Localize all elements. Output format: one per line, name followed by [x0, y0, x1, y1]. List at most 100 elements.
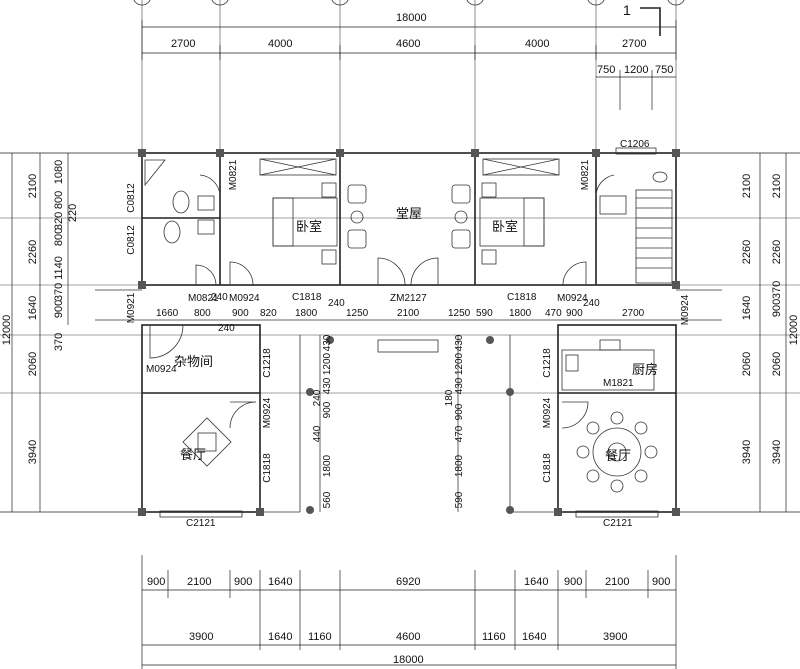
- left-inner-dim: 370: [53, 333, 65, 351]
- bottom-total-dim: 18000: [393, 654, 424, 666]
- bottom-dim: 900: [652, 576, 670, 588]
- vdim-left: 440: [312, 425, 323, 442]
- room-label-dining-left: 餐厅: [180, 447, 206, 463]
- bottom-dim: 900: [564, 576, 582, 588]
- top-span-dim: 4600: [396, 38, 420, 50]
- bottom-dim: 900: [147, 576, 165, 588]
- bottom-dim: 900: [234, 576, 252, 588]
- mid-dim: 1800: [509, 308, 532, 319]
- vdim-right: 180: [444, 389, 455, 406]
- right-dimensions: 2100 2260 1640 2060 3940 2100 2260 900 3…: [676, 152, 800, 513]
- mid-dim: 900: [566, 308, 583, 319]
- bottom-dim: 2100: [605, 576, 629, 588]
- left-inner-dim: 220: [67, 204, 79, 222]
- stair-dim: 1200: [624, 64, 648, 76]
- vdim-right: 1200: [454, 352, 465, 375]
- kitchen-fixtures: [561, 339, 655, 391]
- tag-c2121: C2121: [186, 518, 216, 529]
- section-mark-label: 1: [623, 2, 631, 18]
- mid-small-dim: 240: [211, 292, 228, 303]
- vdim-right: 430: [454, 377, 465, 394]
- mid-dim: 1250: [346, 308, 369, 319]
- mid-dim: 470: [545, 308, 562, 319]
- tag-c1818: C1818: [507, 292, 537, 303]
- vdim-left: 430: [322, 377, 333, 394]
- left-inner-dim: 370: [53, 283, 65, 301]
- left-dim: 2100: [27, 174, 39, 198]
- bottom-dim: 4600: [396, 631, 420, 643]
- left-inner-dim: 900: [53, 300, 65, 318]
- stair-dim: 750: [655, 64, 673, 76]
- windows: [159, 147, 659, 518]
- mid-dim: 820: [260, 308, 277, 319]
- left-dim: 1640: [27, 296, 39, 320]
- tag-c0812: C0812: [126, 183, 137, 213]
- right-inner-dim: 2060: [771, 352, 783, 376]
- bottom-dim: 1640: [268, 576, 292, 588]
- mid-dim: 1800: [295, 308, 318, 319]
- top-span-dim: 2700: [171, 38, 195, 50]
- top-dimensions: 18000 2700 4000 4600 4000 2700 750 1200 …: [141, 12, 677, 110]
- vdim-left: 240: [312, 389, 323, 406]
- tag-m0924: M0924: [229, 293, 260, 304]
- dining-table-right: [576, 411, 658, 493]
- room-label-kitchen: 厨房: [632, 362, 658, 378]
- room-label-bedroom-left: 卧室: [296, 219, 322, 235]
- room-label-dining-right: 餐厅: [605, 448, 631, 464]
- top-total-dim: 18000: [396, 12, 427, 24]
- top-span-dim: 4000: [268, 38, 292, 50]
- tag-c1818: C1818: [262, 453, 273, 483]
- doors: [149, 174, 615, 429]
- bottom-dim: 3900: [189, 631, 213, 643]
- room-label-bedroom-right: 卧室: [492, 219, 518, 235]
- top-span-dim: 2700: [622, 38, 646, 50]
- tag-m0921: M0921: [126, 292, 137, 323]
- mid-dim: 590: [476, 308, 493, 319]
- vdim-left: 1200: [322, 352, 333, 375]
- left-inner-dim: 1140: [53, 256, 65, 280]
- vdim-left: 900: [322, 401, 333, 418]
- tag-c1218: C1218: [542, 348, 553, 378]
- right-dim: 2060: [741, 352, 753, 376]
- right-dim: 2100: [741, 174, 753, 198]
- dining-table-left: [182, 417, 232, 467]
- vdim-left: 430: [322, 334, 333, 351]
- room-label-hall: 堂屋: [396, 207, 422, 222]
- right-inner-dim: 370: [771, 281, 783, 299]
- tag-m0821-center: M0821: [188, 293, 219, 304]
- mid-dim: 1660: [156, 308, 179, 319]
- mid-dim: 900: [232, 308, 249, 319]
- left-dim: 2060: [27, 352, 39, 376]
- courtyard-dims: 430 1200 430 240 900 440 1800 560 430 12…: [312, 334, 465, 512]
- vdim-right: 1800: [454, 454, 465, 477]
- bottom-dimensions: 900 2100 900 1640 6920 1640 900 2100 900…: [141, 555, 677, 669]
- tag-m0924: M0924: [146, 364, 177, 375]
- opening-tags: C1206 C0812 C0812 M0821 M0821 M0921 M082…: [126, 139, 691, 529]
- section-mark: 1: [623, 2, 661, 36]
- right-dim: 2260: [741, 240, 753, 264]
- top-span-dim: 4000: [525, 38, 549, 50]
- bottom-dim: 1640: [268, 631, 292, 643]
- left-dimensions: 2100 2260 1640 2060 3940 12000 1080 800 …: [0, 152, 142, 513]
- bottom-dim: 1640: [524, 576, 548, 588]
- vdim-left: 1800: [322, 454, 333, 477]
- bottom-dim: 1160: [482, 631, 506, 643]
- room-labels: 堂屋 卧室 卧室 杂物间 厨房 餐厅 餐厅: [174, 207, 658, 464]
- tag-m0924: M0924: [680, 294, 691, 325]
- bottom-dim: 1160: [308, 631, 332, 643]
- tag-c1218: C1218: [262, 348, 273, 378]
- tag-c1818: C1818: [542, 453, 553, 483]
- bottom-dim: 2100: [187, 576, 211, 588]
- mid-dim: 800: [194, 308, 211, 319]
- bottom-dim: 3900: [603, 631, 627, 643]
- tag-m0924: M0924: [557, 293, 588, 304]
- right-total-dim: 12000: [788, 315, 800, 346]
- tag-m0821: M0821: [580, 159, 591, 190]
- bed-left: [272, 182, 338, 265]
- hall-chairs: [347, 184, 471, 249]
- walls: [95, 152, 722, 513]
- tag-c1818: C1818: [292, 292, 322, 303]
- tag-m1821: M1821: [603, 378, 634, 389]
- right-dim: 3940: [741, 440, 753, 464]
